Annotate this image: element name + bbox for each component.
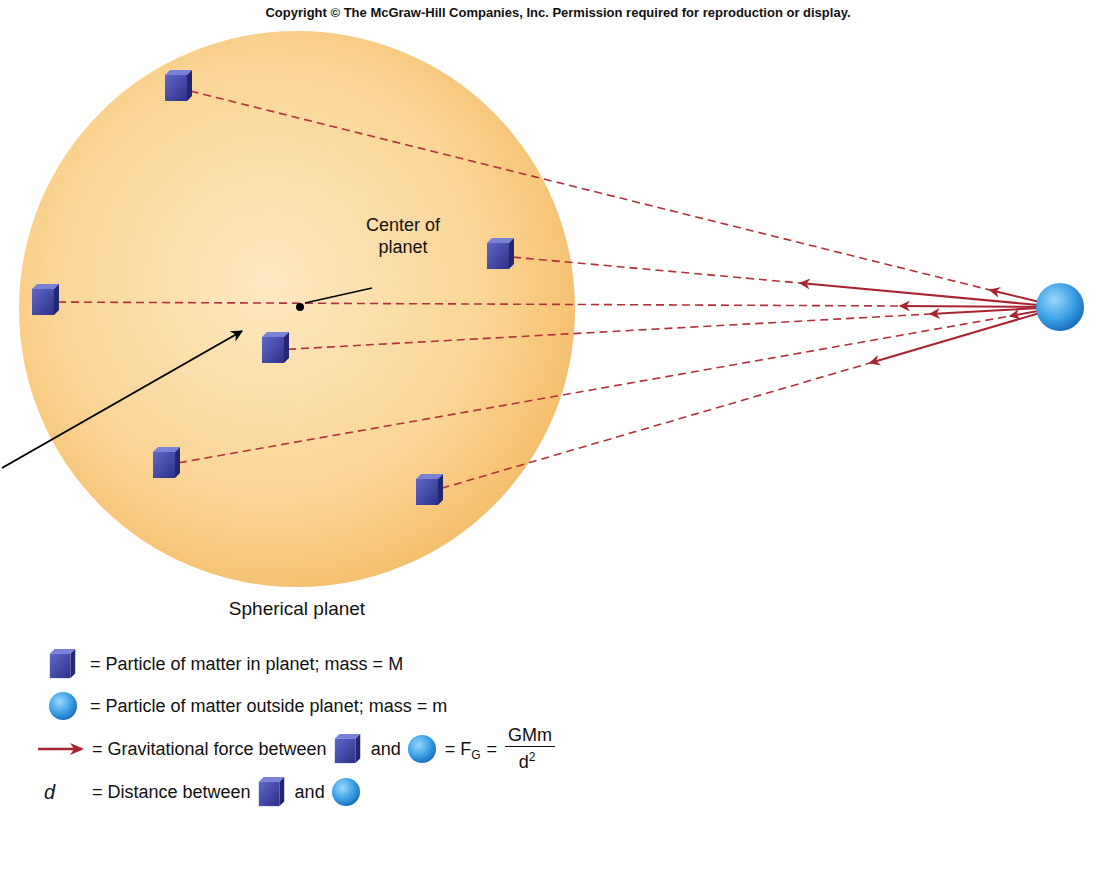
dashed-line [275, 314, 930, 350]
dashed-line [429, 363, 870, 492]
legend-row: = Particle of matter outside planet; mas… [36, 688, 453, 724]
fraction-numerator: GMm [505, 725, 555, 747]
matter-cube [165, 70, 192, 101]
legend-word: and [295, 782, 325, 803]
force-lines [45, 88, 1060, 492]
formula-part: = [487, 739, 498, 760]
force-arrow [800, 283, 1060, 307]
matter-cube [487, 238, 514, 269]
center-label: Center of planet [348, 214, 458, 258]
formula-subscript: G [471, 748, 480, 762]
legend-text: = Particle of matter in planet; mass = M [90, 654, 403, 675]
sphere-icon [48, 691, 78, 721]
force-arrow [870, 307, 1060, 363]
legend-row: = Gravitational force between and = FG = GMm… [36, 724, 555, 774]
sphere-icon [331, 777, 361, 807]
copyright-notice: Copyright © The McGraw-Hill Companies, I… [265, 5, 850, 20]
text-holder: Spherical planet [18, 598, 576, 620]
cube-icon [48, 648, 78, 680]
dashed-line [500, 256, 800, 283]
formula-exponent: 2 [529, 750, 536, 764]
force-arrow [900, 306, 1060, 307]
legend-row: = Particle of matter in planet; mass = M [36, 646, 409, 682]
legend-row: d = Distance between and [36, 774, 369, 810]
outside-particle [1036, 283, 1084, 331]
particle-cubes [32, 70, 514, 505]
planet-label: Spherical planet [229, 598, 365, 619]
text-holder: Center of planet [348, 214, 458, 258]
fraction-denominator: d2 [519, 747, 536, 773]
legend-text: = Gravitational force between [92, 739, 327, 760]
matter-cube [153, 447, 180, 478]
matter-cube [262, 332, 289, 363]
legend-text: = Distance between [92, 782, 251, 803]
matter-cube [32, 284, 59, 315]
leader-line [305, 288, 372, 303]
formula-fraction: GMmd2 [505, 725, 555, 773]
dashed-line [166, 316, 1010, 465]
force-arrow-sample [36, 742, 86, 756]
dashed-line [178, 88, 990, 290]
formula-part: = F [445, 739, 472, 760]
text-holder: Copyright © The McGraw-Hill Companies, I… [0, 3, 1116, 21]
matter-cube [416, 474, 443, 505]
cube-icon [257, 776, 287, 808]
cube-icon [333, 733, 363, 765]
dashed-line [45, 302, 900, 306]
distance-symbol: d [36, 781, 86, 804]
formula-variable: d [519, 752, 529, 772]
pointer-arrow [2, 331, 242, 468]
center-dot [296, 303, 304, 311]
sphere-icon [407, 734, 437, 764]
legend-word: and [371, 739, 401, 760]
legend-text: = Particle of matter outside planet; mas… [90, 696, 447, 717]
